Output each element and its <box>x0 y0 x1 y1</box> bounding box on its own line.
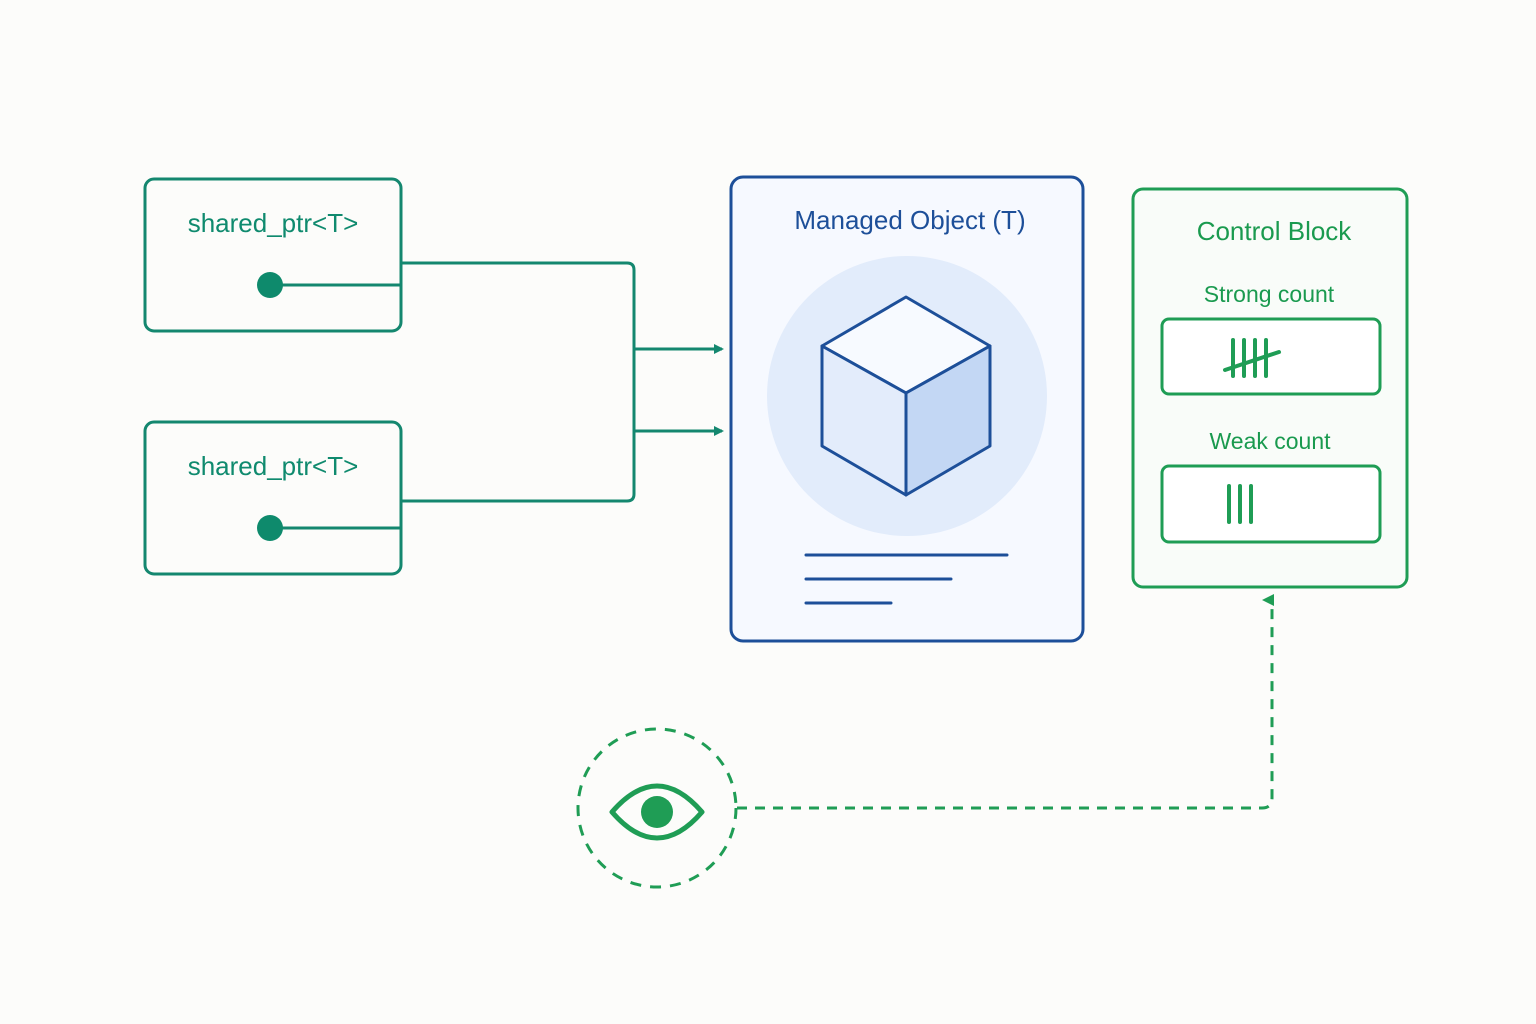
ownership-connectors <box>401 261 724 503</box>
strong-count-tally <box>1223 338 1281 378</box>
managed-object-label: Managed Object (T) <box>794 205 1026 235</box>
weak-count-field <box>1160 464 1382 544</box>
pointer-dot-1 <box>257 272 283 298</box>
shared-ptr-label-2: shared_ptr<T> <box>187 451 359 481</box>
shared-ptr-box-1 <box>143 177 403 333</box>
strong-count-label: Strong count <box>1203 281 1335 307</box>
shared-ptr-label-1: shared_ptr<T> <box>187 208 359 238</box>
control-block-box <box>1131 187 1409 589</box>
weak-count-label: Weak count <box>1209 428 1331 454</box>
observer-connector <box>737 594 1274 810</box>
managed-object-box <box>729 175 1085 643</box>
object-text-lines <box>804 553 1009 605</box>
cube-icon <box>820 295 992 497</box>
tally-strike <box>1223 350 1281 372</box>
shared-ptr-box-2 <box>143 420 403 576</box>
pointer-dot-2 <box>257 515 283 541</box>
control-block-title: Control Block <box>1196 216 1352 246</box>
weak-ptr-observer <box>576 594 1274 889</box>
weak-count-tally <box>1227 484 1253 524</box>
eye-icon <box>609 783 705 841</box>
